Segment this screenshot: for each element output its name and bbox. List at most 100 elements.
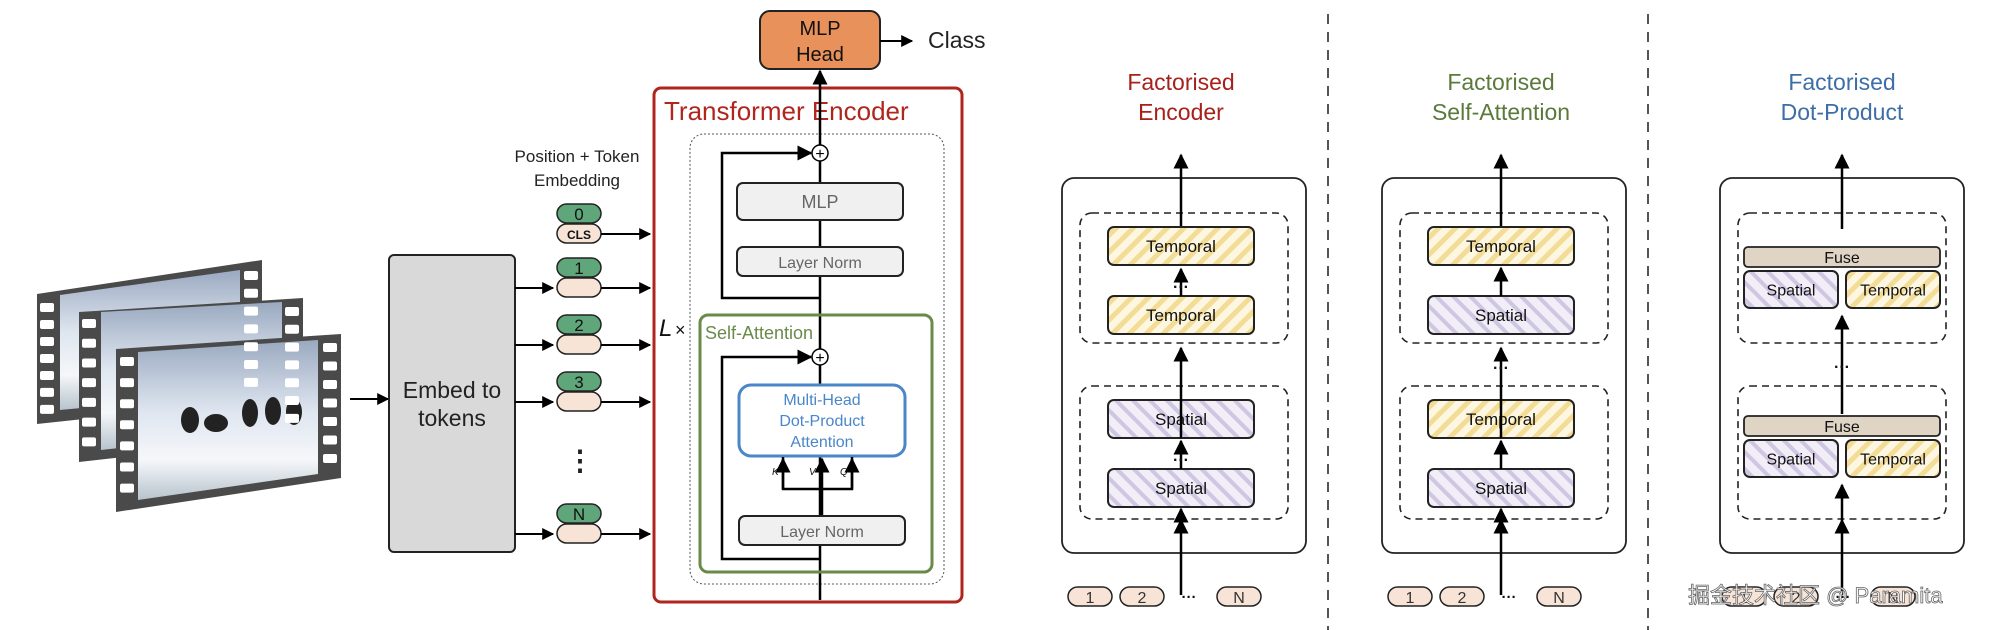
mlp-head-block: MLP Head <box>759 10 881 70</box>
input-token-ellipsis: ··· <box>1182 589 1197 606</box>
position-index: 2 <box>574 316 583 335</box>
position-embedding-pill <box>556 203 602 224</box>
k-label: K <box>772 467 780 478</box>
sprocket-hole <box>323 416 337 426</box>
sprocket-hole <box>82 319 96 328</box>
position-embedding-label-line2: Embedding <box>534 171 620 190</box>
input-token <box>1439 586 1485 607</box>
sprocket-hole <box>40 319 54 329</box>
position-index: N <box>573 505 585 524</box>
sprocket-hole <box>120 357 134 366</box>
position-embedding-pill <box>556 314 602 335</box>
sprocket-hole <box>40 370 54 380</box>
sprocket-hole <box>323 379 337 389</box>
variant-outer-box <box>1061 177 1307 554</box>
input-token <box>1870 586 1916 607</box>
variant-title-line2: Dot-Product <box>1781 99 1904 125</box>
input-token-label: N <box>1233 590 1245 607</box>
position-index: 1 <box>574 259 583 278</box>
position-index: 3 <box>574 373 583 392</box>
input-token-label: 1 <box>1406 590 1415 607</box>
spatial-block <box>1743 439 1839 478</box>
embed-to-tokens-block: Embed to tokens <box>388 254 516 553</box>
sprocket-hole <box>120 420 134 430</box>
sprocket-hole <box>244 360 258 370</box>
self-attention-box <box>698 313 934 574</box>
position-embedding-label-line1: Position + Token <box>515 147 640 166</box>
temporal-block-label: Temporal <box>1860 452 1926 469</box>
sprocket-hole <box>82 378 96 388</box>
encoder-layer-dotted-box <box>689 133 945 585</box>
upper-block-bottom-label: Spatial <box>1475 306 1527 325</box>
spatial-block-label: Spatial <box>1767 283 1816 300</box>
position-embedding-pill <box>556 257 602 278</box>
upper-block-bottom-label: Temporal <box>1146 306 1216 325</box>
repeat-label-times: × <box>675 320 686 340</box>
ellipsis: ··· <box>1834 359 1850 376</box>
layer-norm-upper: Layer Norm <box>736 246 904 277</box>
upper-block-top <box>1427 226 1575 266</box>
input-token <box>1536 586 1582 607</box>
layer-norm-lower: Layer Norm <box>738 515 906 546</box>
mlp-residual-connection <box>720 145 820 300</box>
sprocket-hole <box>120 378 134 388</box>
input-token-ellipsis: ··· <box>1502 589 1517 606</box>
sprocket-hole <box>120 399 134 409</box>
sprocket-hole <box>244 306 258 316</box>
block-group-upper <box>1399 212 1609 344</box>
mlp-label: MLP <box>801 192 838 212</box>
input-token-label: N <box>1553 590 1565 607</box>
ellipsis: ··· <box>1173 452 1189 469</box>
token-embedding-pill <box>556 391 602 412</box>
temporal-block <box>1845 270 1941 309</box>
input-token-label: N <box>1887 590 1899 607</box>
token-embedding-pill <box>556 277 602 298</box>
token-embedding-pill <box>556 334 602 355</box>
input-token-label: 1 <box>1740 590 1749 607</box>
input-token-label: 2 <box>1458 590 1467 607</box>
input-token-ellipsis: ··· <box>1836 589 1851 606</box>
factorised-variants: FactorisedEncoderTemporalTemporalSpatial… <box>1061 69 1965 607</box>
mlp-block: MLP <box>736 182 904 221</box>
cls-label: CLS <box>567 228 591 242</box>
sprocket-hole <box>82 397 96 407</box>
sprocket-hole <box>40 387 54 397</box>
class-label: Class <box>928 27 986 53</box>
sprocket-hole <box>323 398 337 408</box>
spatial-block <box>1743 270 1839 309</box>
sprocket-hole <box>244 377 258 387</box>
mha-line1: Multi-Head <box>783 392 860 409</box>
attention-add-symbol: + <box>815 350 824 367</box>
attention-add-node <box>811 348 829 366</box>
ellipsis: ··· <box>1173 279 1189 296</box>
lower-block-bottom-label: Spatial <box>1155 479 1207 498</box>
mlp-add-symbol: + <box>815 146 824 163</box>
sprocket-hole <box>285 396 299 406</box>
sprocket-hole <box>244 324 258 334</box>
position-embedding-pill <box>556 503 602 524</box>
mha-line3: Attention <box>790 434 853 451</box>
input-token <box>1067 586 1113 607</box>
sprocket-hole <box>285 324 299 334</box>
sprocket-hole <box>40 336 54 346</box>
temporal-block <box>1845 439 1941 478</box>
lower-block-bottom-label: Spatial <box>1475 479 1527 498</box>
variant-title-line2: Self-Attention <box>1432 99 1570 125</box>
sprocket-hole <box>40 353 54 363</box>
fuse-block <box>1743 246 1941 268</box>
fuse-label: Fuse <box>1824 250 1860 267</box>
layer-norm-lower-label: Layer Norm <box>780 524 864 541</box>
sprocket-hole <box>40 404 54 414</box>
input-token-label: 2 <box>1138 590 1147 607</box>
attention-residual-connection <box>720 349 820 561</box>
block-group-upper <box>1737 212 1947 344</box>
video-frame-front <box>116 334 341 512</box>
sprocket-hole <box>323 435 337 445</box>
repeat-label-L: L <box>659 315 672 342</box>
position-index: 0 <box>574 205 583 224</box>
mha-line2: Dot-Product <box>779 413 865 430</box>
sprocket-hole <box>285 360 299 370</box>
token-3: 3 <box>515 371 652 412</box>
